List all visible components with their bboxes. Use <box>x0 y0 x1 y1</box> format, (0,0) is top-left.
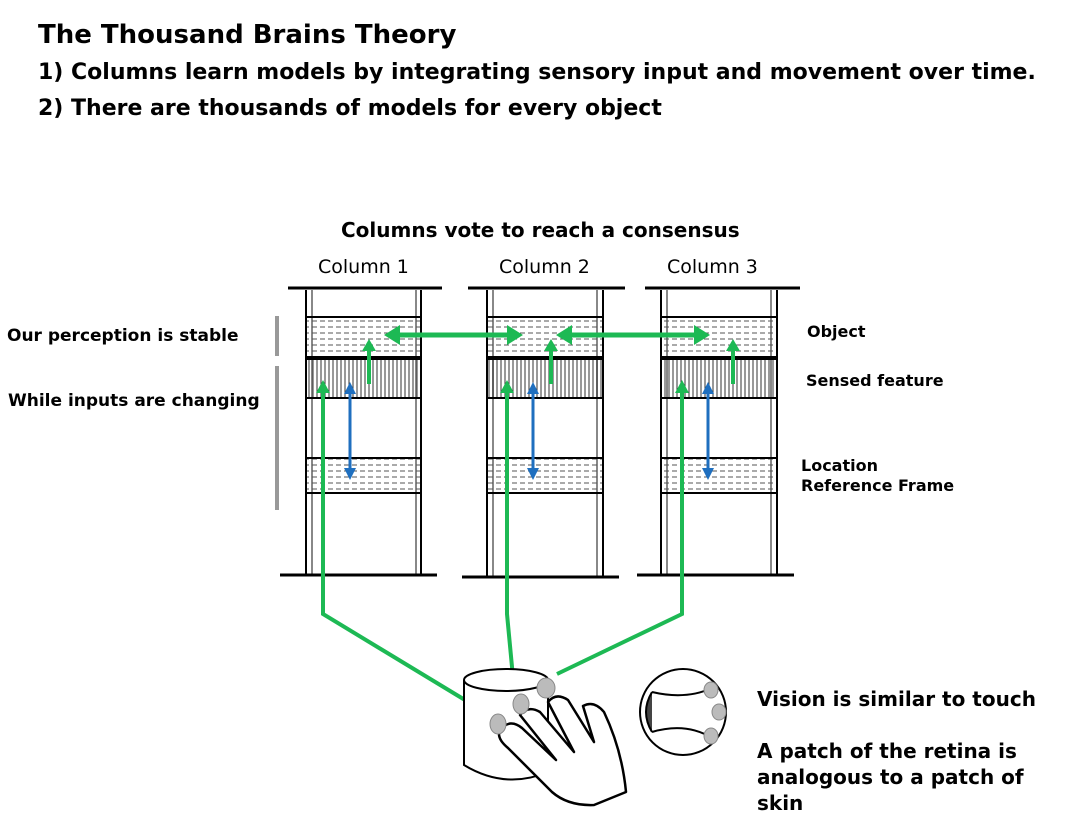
changing-label: While inputs are changing <box>8 391 260 411</box>
sensory-input-lines <box>321 392 684 722</box>
column-3-label: Column 3 <box>667 256 758 278</box>
vote-arrows <box>384 325 710 345</box>
location-label: Location <box>801 456 878 475</box>
column-3 <box>637 286 800 577</box>
vision-caption: Vision is similar to touch <box>757 687 1036 711</box>
point-1: 1) Columns learn models by integrating s… <box>38 60 1036 85</box>
object-label: Object <box>807 322 866 341</box>
feature-to-object-arrows <box>367 348 735 384</box>
diagram-title: Columns vote to reach a consensus <box>341 218 740 242</box>
column-2 <box>462 286 625 579</box>
column-1 <box>280 286 442 577</box>
reference-frame-label: Reference Frame <box>801 476 955 495</box>
stable-label: Our perception is stable <box>7 326 239 346</box>
point-2: 2) There are thousands of models for eve… <box>38 96 662 121</box>
location-arrows <box>348 392 710 470</box>
sensed-feature-label: Sensed feature <box>806 371 944 390</box>
page-title: The Thousand Brains Theory <box>38 20 457 50</box>
patch-caption: A patch of the retina is analogous to a … <box>757 739 1024 815</box>
column-2-label: Column 2 <box>499 256 590 278</box>
column-1-label: Column 1 <box>318 256 409 278</box>
